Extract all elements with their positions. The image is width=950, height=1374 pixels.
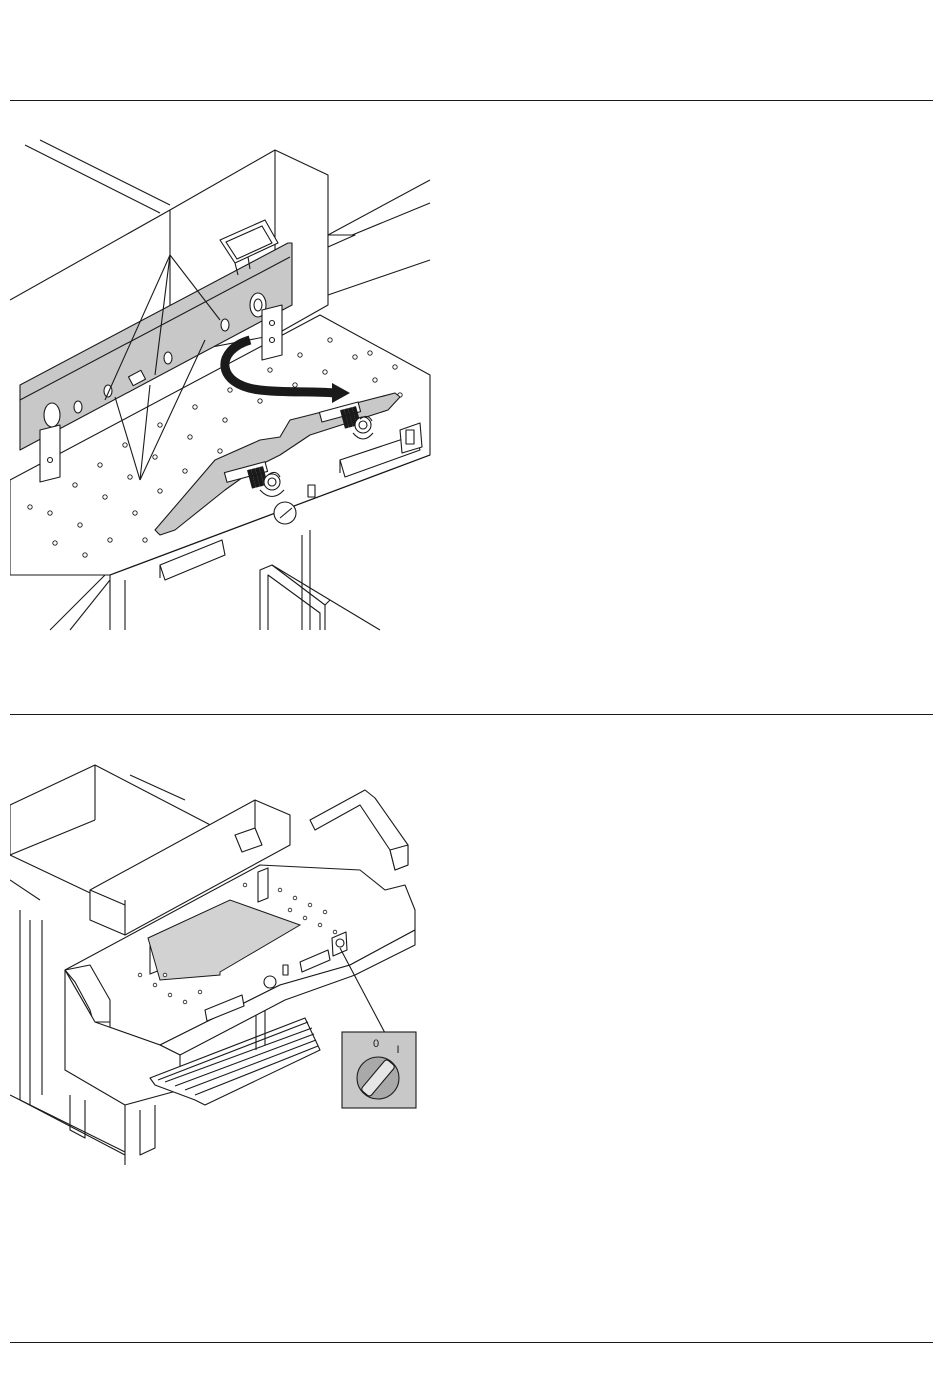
main-switch-detail: 0 I (342, 1032, 416, 1108)
switch-label-on: I (396, 1044, 399, 1056)
switch-label-off: 0 (373, 1038, 379, 1050)
top-rule (10, 100, 933, 101)
main-switch-illustration: 0 I (10, 760, 435, 1170)
knife-change-illustration (10, 135, 435, 635)
bottom-rule (10, 1342, 933, 1343)
middle-rule (10, 714, 933, 715)
